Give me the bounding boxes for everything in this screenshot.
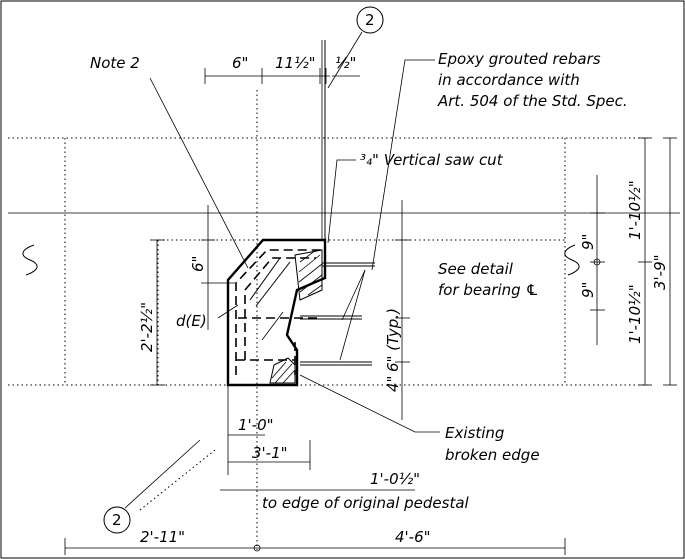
note-2-label: Note 2 xyxy=(90,54,140,72)
marker-circle-bottom xyxy=(103,506,131,534)
broken-concrete-hatch xyxy=(269,249,323,384)
mid-dimension-lines xyxy=(395,200,410,420)
see-detail-line1: See detail xyxy=(438,260,514,278)
dim-4-6: 4'-6" xyxy=(395,528,431,546)
original-pedestal-outline xyxy=(8,90,648,550)
diagonal-bars xyxy=(249,257,291,341)
dim-2-2-5: 2'-2½" xyxy=(138,302,156,352)
dim-1-10-5-bottom: 1'-10½" xyxy=(626,284,644,344)
to-edge-label: to edge of original pedestal xyxy=(262,494,470,512)
epoxy-rebars xyxy=(300,262,375,366)
dim-11-5-top: 11½" xyxy=(275,54,316,72)
marker-bottom-text: 2 xyxy=(112,511,122,529)
bottom-dimension-lines xyxy=(64,385,566,555)
dim-6-top: 6" xyxy=(232,54,248,72)
dim-4-mid: 4" xyxy=(384,376,402,392)
existing-line2: broken edge xyxy=(445,446,540,464)
dim-3-1: 3'-1" xyxy=(252,444,288,462)
epoxy-note-line2: in accordance with xyxy=(438,71,580,89)
marker-top-text: 2 xyxy=(365,11,375,29)
dim-3-9: 3'-9" xyxy=(651,254,669,290)
left-dimension-lines xyxy=(150,205,235,386)
rebar-dashes xyxy=(235,249,322,375)
existing-line1: Existing xyxy=(445,424,504,442)
left-break-symbol xyxy=(22,244,38,276)
d-e-label: d(E) xyxy=(176,312,207,330)
epoxy-note-line3: Art. 504 of the Std. Spec. xyxy=(437,92,628,110)
dim-1-0-5: 1'-0½" xyxy=(370,470,420,488)
right-dimension-lines xyxy=(590,137,677,386)
dim-half-top: ½" xyxy=(335,54,356,72)
dim-2-11: 2'-11" xyxy=(140,528,185,546)
dim-6-left: 6" xyxy=(189,256,207,272)
dim-9-top: 9" xyxy=(579,234,597,250)
saw-cut-label: ³₄" Vertical saw cut xyxy=(360,151,504,169)
dim-6-typ: 6" (Typ.) xyxy=(384,308,402,372)
top-dimension-lines xyxy=(204,68,360,84)
marker-circle-top xyxy=(356,6,384,34)
dim-1-10-5-top: 1'-10½" xyxy=(626,180,644,240)
dim-9-bottom: 9" xyxy=(579,282,597,298)
right-break-symbol xyxy=(564,244,580,276)
dim-1-0: 1'-0" xyxy=(238,416,274,434)
see-detail-line2: for bearing ℄ xyxy=(438,281,539,299)
epoxy-note-line1: Epoxy grouted rebars xyxy=(438,50,601,68)
